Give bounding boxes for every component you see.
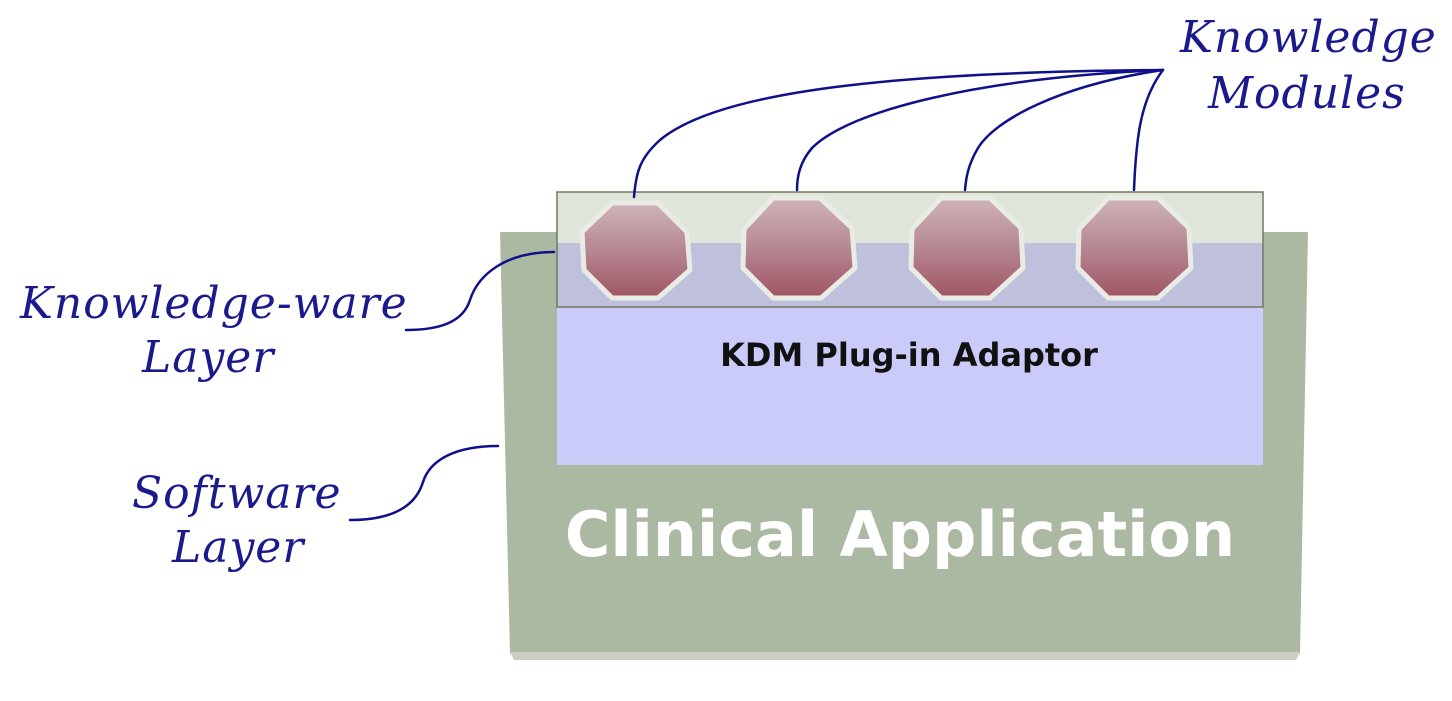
- software-layer-label-line1: Software: [132, 468, 342, 519]
- knowledge-modules: [579, 195, 1194, 301]
- knowledge-modules-label-line2: Modules: [1207, 68, 1406, 119]
- knowledgeware-layer-label-line1: Knowledge-ware: [19, 278, 408, 329]
- module-connector-line: [963, 68, 1165, 192]
- knowledge-module-icon: [740, 195, 858, 301]
- knowledge-modules-label-line1: Knowledge: [1179, 12, 1437, 63]
- knowledge-module-icon: [908, 195, 1026, 301]
- software-layer-shadow: [510, 652, 1300, 660]
- module-connectors: [632, 68, 1165, 199]
- knowledgeware-connector-line: [404, 250, 556, 332]
- knowledgeware-layer-label-line2: Layer: [141, 332, 276, 383]
- module-connector-line: [632, 68, 1165, 199]
- kdm-adaptor-label: KDM Plug-in Adaptor: [720, 336, 1098, 374]
- software-layer-label-line2: Layer: [171, 522, 306, 573]
- module-connector-line: [795, 68, 1165, 192]
- clinical-application-label: Clinical Application: [565, 498, 1235, 571]
- knowledge-module-icon: [579, 200, 693, 301]
- module-connector-line: [1132, 68, 1165, 192]
- knowledge-module-icon: [1075, 195, 1194, 301]
- knowledgeware-layer-band-outline: [556, 191, 1264, 308]
- software-connector-line: [348, 444, 500, 522]
